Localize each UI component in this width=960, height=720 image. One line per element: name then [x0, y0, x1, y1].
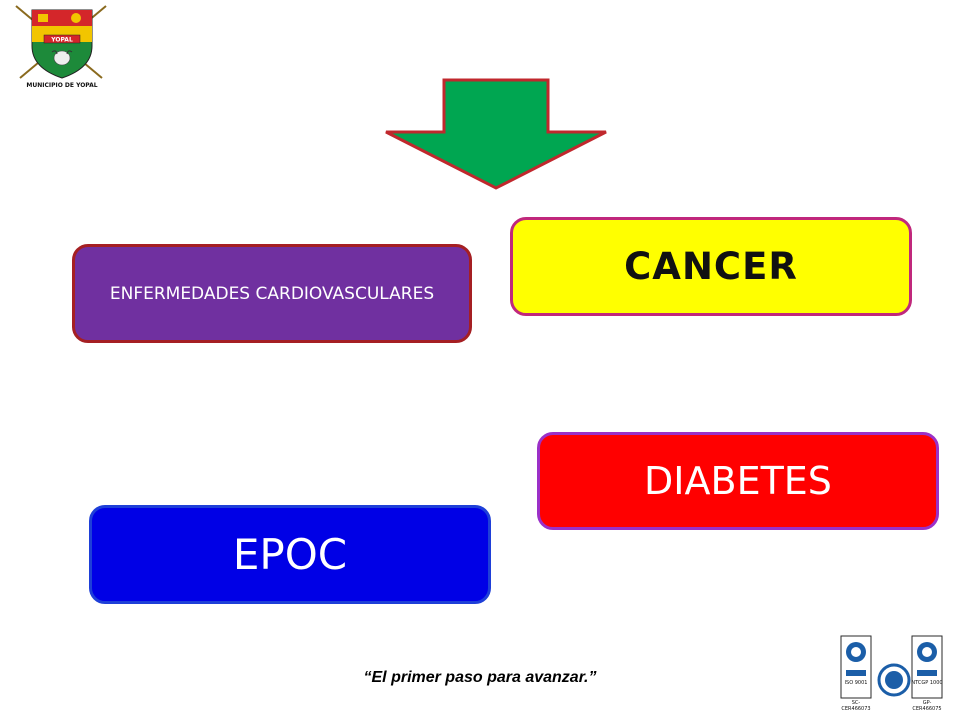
- cert-right-code: GP-CER466075: [912, 700, 942, 712]
- footer-slogan: “El primer paso para avanzar.”: [363, 669, 597, 686]
- certification-seals: ISO 9001 SC-CER466073 NTCGP 1000 GP-CER4…: [840, 634, 948, 712]
- cert-right-label: NTCGP 1000: [911, 680, 943, 686]
- cancer-label: CANCER: [624, 245, 798, 288]
- cardiovascular-diseases-label: ENFERMEDADES CARDIOVASCULARES: [109, 283, 435, 304]
- diabetes-label: DIABETES: [644, 459, 832, 503]
- diabetes-box: DIABETES: [537, 432, 939, 530]
- logo-caption: MUNICIPIO DE YOPAL: [26, 82, 98, 89]
- certification-seal-icon: [840, 635, 943, 699]
- municipality-crest-logo: YOPAL: [10, 2, 114, 94]
- cert-left-code: SC-CER466073: [841, 700, 871, 712]
- cardiovascular-diseases-box: ENFERMEDADES CARDIOVASCULARES: [72, 244, 472, 343]
- cancer-box: CANCER: [510, 217, 912, 316]
- logo-banner-text: YOPAL: [50, 37, 73, 44]
- down-arrow-icon: [385, 78, 607, 190]
- crest-icon: YOPAL: [15, 5, 107, 79]
- epoc-label: EPOC: [232, 530, 348, 579]
- epoc-box: EPOC: [89, 505, 491, 604]
- cert-left-label: ISO 9001: [844, 680, 868, 686]
